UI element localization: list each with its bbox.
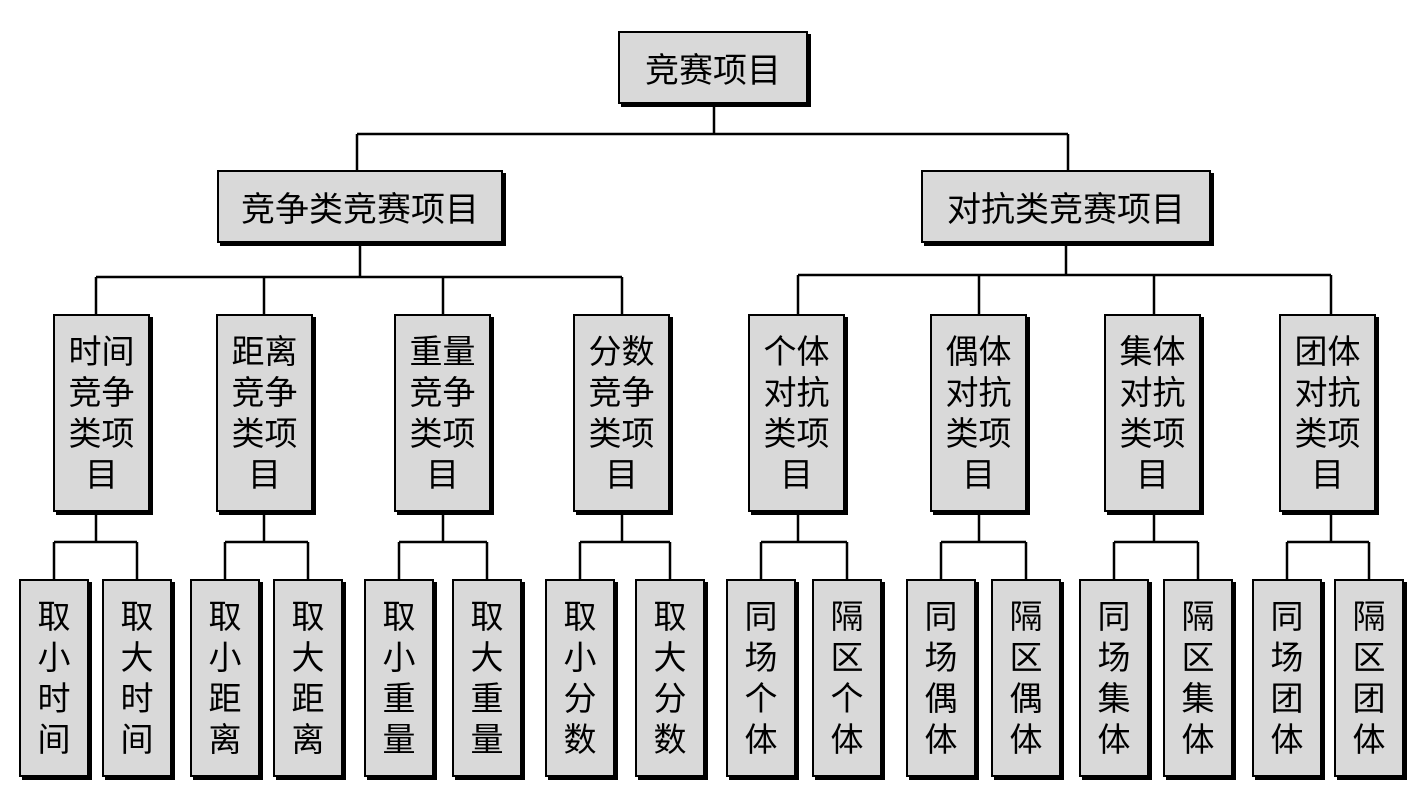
node-label: 取小时间: [37, 597, 71, 759]
leaf-node: 取小重量: [364, 579, 434, 777]
node-label: 偶体对抗类项目: [945, 332, 1012, 494]
leaf-node: 取大时间: [102, 579, 172, 777]
node-label: 同场个体: [744, 597, 778, 759]
node-label: 分数竞争类项目: [588, 332, 655, 494]
leaf-node: 取大分数: [635, 579, 705, 777]
leaf-node: 取小时间: [19, 579, 89, 777]
leaf-node: 同场团体: [1252, 579, 1322, 777]
group-node-score: 分数竞争类项目: [573, 314, 670, 512]
leaf-node: 隔区集体: [1163, 579, 1233, 777]
node-label: 取大距离: [291, 597, 325, 759]
group-node-team: 团体对抗类项目: [1279, 314, 1376, 512]
group-node-individual: 个体对抗类项目: [748, 314, 845, 512]
leaf-node: 隔区个体: [812, 579, 882, 777]
node-label: 团体对抗类项目: [1294, 332, 1361, 494]
group-node-collective: 集体对抗类项目: [1104, 314, 1201, 512]
node-label: 取大时间: [120, 597, 154, 759]
leaf-node: 取小距离: [190, 579, 260, 777]
node-label: 取小重量: [382, 597, 416, 759]
node-label: 取小距离: [208, 597, 242, 759]
node-label: 同场集体: [1097, 597, 1131, 759]
node-label: 隔区团体: [1352, 597, 1386, 759]
group-node-weight: 重量竞争类项目: [394, 314, 491, 512]
node-label: 隔区集体: [1181, 597, 1215, 759]
leaf-node: 取大重量: [452, 579, 522, 777]
node-label: 个体对抗类项目: [763, 332, 830, 494]
node-label: 集体对抗类项目: [1119, 332, 1186, 494]
node-label: 时间竞争类项目: [68, 332, 135, 494]
leaf-node: 同场集体: [1079, 579, 1149, 777]
node-label: 同场团体: [1270, 597, 1304, 759]
group-node-time: 时间竞争类项目: [53, 314, 150, 512]
node-label: 同场偶体: [924, 597, 958, 759]
leaf-node: 隔区团体: [1334, 579, 1404, 777]
branch-node-competitive: 竞争类竞赛项目: [217, 170, 503, 243]
node-label: 重量竞争类项目: [409, 332, 476, 494]
node-label: 隔区偶体: [1009, 597, 1043, 759]
node-label: 取大分数: [653, 597, 687, 759]
group-node-pair: 偶体对抗类项目: [930, 314, 1027, 512]
leaf-node: 同场偶体: [906, 579, 976, 777]
leaf-node: 隔区偶体: [991, 579, 1061, 777]
node-label: 取小分数: [563, 597, 597, 759]
leaf-node: 取小分数: [545, 579, 615, 777]
leaf-node: 取大距离: [273, 579, 343, 777]
root-node: 竞赛项目: [618, 31, 808, 104]
leaf-node: 同场个体: [726, 579, 796, 777]
node-label: 距离竞争类项目: [231, 332, 298, 494]
group-node-distance: 距离竞争类项目: [216, 314, 313, 512]
node-label: 取大重量: [470, 597, 504, 759]
node-label: 隔区个体: [830, 597, 864, 759]
branch-node-confrontational: 对抗类竞赛项目: [921, 170, 1211, 243]
